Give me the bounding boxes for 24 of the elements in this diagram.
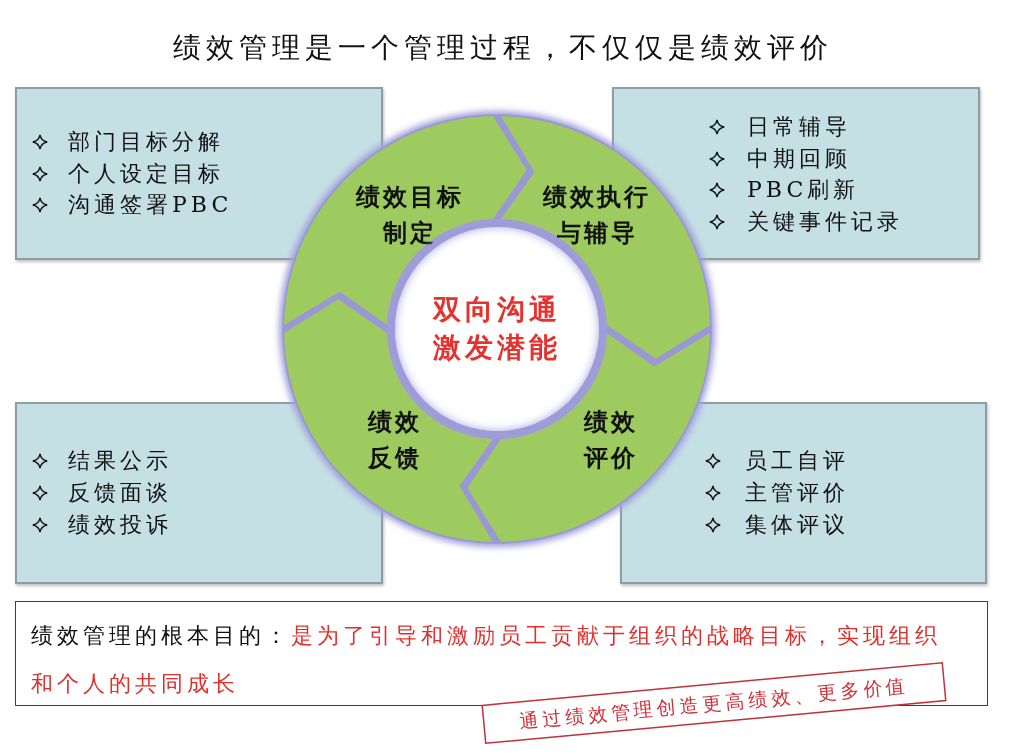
purpose-statement: 绩效管理的根本目的：是为了引导和激励员工贡献于组织的战略目标，实现组织	[31, 622, 941, 650]
list-item-text: 员工自评	[745, 447, 849, 475]
stamp-text: 通过绩效管理创造更高绩效、更多价值	[518, 673, 910, 734]
title: 绩效管理是一个管理过程，不仅仅是绩效评价	[173, 30, 833, 66]
segment-label: 绩效反馈	[366, 407, 423, 474]
center-label: 双向沟通激发潜能	[431, 292, 562, 366]
info-panel	[15, 87, 383, 260]
list-item-text: 关键事件记录	[747, 207, 903, 236]
list-item-text: 部门目标分解	[68, 128, 224, 156]
segment-label: 绩效评价	[582, 407, 639, 474]
list-item-text: 沟通签署PBC	[68, 191, 233, 219]
list-item-text: 绩效投诉	[68, 511, 172, 539]
segment-label: 绩效目标制定	[354, 182, 465, 249]
list-item-text: 集体评议	[745, 511, 849, 539]
list-item-text: 个人设定目标	[68, 159, 224, 188]
list-item-text: 结果公示	[68, 447, 172, 475]
list-item-text: 中期回顾	[747, 144, 851, 173]
stamp-box	[481, 661, 947, 745]
list-item-text: 反馈面谈	[68, 479, 172, 507]
list-item-text: PBC刷新	[747, 176, 860, 204]
segment-label: 绩效执行与辅导	[541, 182, 652, 249]
purpose-statement: 和个人的共同成长	[31, 670, 239, 698]
list-item-text: 主管评价	[745, 479, 849, 507]
list-item-text: 日常辅导	[747, 113, 851, 141]
